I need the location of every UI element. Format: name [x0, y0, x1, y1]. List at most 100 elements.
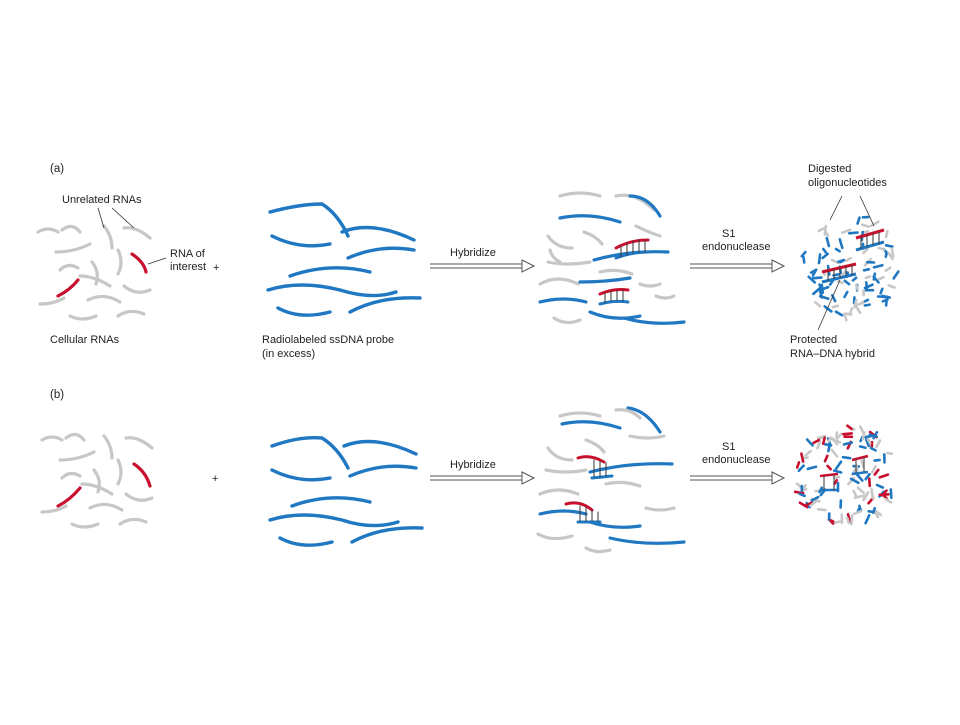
- oligonucleotide-fragment: [829, 438, 831, 442]
- oligonucleotide-fragment: [853, 278, 856, 281]
- oligonucleotide-fragment: [844, 443, 852, 445]
- hybridized-mixture-a: [540, 193, 684, 323]
- dna-probe-strand: [590, 464, 672, 472]
- oligonucleotide-fragment: [877, 485, 883, 488]
- dna-probe-strand: [352, 528, 422, 542]
- unrelated-rna-strand: [104, 436, 112, 458]
- panel-b-tag: (b): [50, 389, 64, 401]
- s1-label-1-b: S1: [722, 441, 735, 453]
- oligonucleotide-fragment: [799, 466, 804, 471]
- oligonucleotide-fragment: [822, 285, 823, 293]
- oligonucleotide-fragment: [804, 257, 805, 262]
- oligonucleotide-fragment: [807, 440, 813, 446]
- oligonucleotide-fragment: [851, 309, 852, 313]
- oligonucleotide-fragment: [857, 474, 863, 481]
- digested-label-2: oligonucleotides: [808, 177, 887, 189]
- oligonucleotide-fragment: [879, 248, 884, 250]
- s1-arrow-a: [690, 260, 784, 272]
- oligonucleotide-fragment: [847, 518, 849, 523]
- oligonucleotide-fragment: [819, 254, 820, 263]
- rna-of-interest-strand: [134, 464, 150, 486]
- s1-label-2-a: endonuclease: [702, 241, 771, 253]
- oligonucleotide-fragment: [834, 471, 841, 473]
- oligonucleotide-fragment: [858, 218, 860, 224]
- unrelated-rna-strand: [38, 229, 58, 232]
- panel-a-tag: (a): [50, 163, 64, 175]
- dna-probe-strand: [278, 308, 330, 315]
- unrelated-rna-strand: [62, 226, 80, 232]
- oligonucleotide-fragment: [815, 302, 820, 306]
- oligonucleotide-fragment: [888, 453, 892, 454]
- oligonucleotide-fragment: [886, 253, 887, 257]
- plus-sign-b: +: [212, 473, 218, 485]
- oligonucleotide-fragment: [827, 238, 829, 246]
- oligonucleotide-fragment: [854, 511, 861, 514]
- ssdna-probes-b: [270, 438, 422, 546]
- oligonucleotide-fragment: [801, 454, 803, 462]
- plus-sign-a: +: [213, 262, 219, 274]
- oligonucleotide-fragment: [889, 285, 895, 287]
- oligonucleotide-fragment: [813, 278, 821, 279]
- dna-probe-strand: [540, 511, 586, 514]
- oligonucleotide-fragment: [817, 442, 819, 449]
- oligonucleotide-fragment: [873, 508, 874, 513]
- oligonucleotide-fragment: [819, 228, 824, 230]
- unrelated-rna-strand: [636, 226, 660, 236]
- panel-b: (b) +: [42, 389, 892, 552]
- rna-of-interest-strand: [58, 280, 78, 296]
- oligonucleotide-fragment: [886, 245, 892, 246]
- dna-probe-strand: [270, 204, 348, 236]
- unrelated-rna-strand: [42, 506, 66, 512]
- oligonucleotide-fragment: [860, 427, 863, 434]
- cellular-rnas-cluster-a: [38, 226, 150, 319]
- oligonucleotide-fragment: [880, 494, 889, 495]
- dna-probe-strand: [624, 318, 684, 323]
- oligonucleotide-fragment: [845, 281, 849, 285]
- oligonucleotide-fragment: [856, 285, 858, 290]
- oligonucleotide-fragment: [872, 489, 873, 498]
- digested-oligonucleotides-b: [795, 426, 892, 524]
- oligonucleotide-fragment: [843, 272, 845, 276]
- unrelated-rna-strand: [560, 193, 600, 196]
- unrelated-rna-strand: [72, 524, 98, 527]
- oligonucleotide-fragment: [886, 268, 890, 271]
- unrelated-rna-strand: [548, 448, 572, 460]
- unrelated-rna-strand: [118, 311, 144, 316]
- oligonucleotide-fragment: [864, 269, 869, 270]
- unrelated-rna-strand: [554, 318, 580, 323]
- unrelated-rna-strand: [60, 452, 94, 460]
- oligonucleotide-fragment: [836, 249, 840, 251]
- dna-probe-strand: [292, 498, 370, 506]
- hybridize-arrow-a: [430, 260, 534, 272]
- protected-label-1: Protected: [790, 334, 837, 346]
- unrelated-rna-strand: [126, 494, 152, 500]
- unrelated-rna-strand: [548, 236, 572, 248]
- dna-probe-strand: [268, 285, 396, 296]
- unrelated-rna-strand: [66, 434, 84, 440]
- oligonucleotide-fragment: [855, 306, 860, 313]
- oligonucleotide-fragment: [851, 479, 858, 483]
- oligonucleotide-fragment: [828, 466, 831, 469]
- oligonucleotide-fragment: [872, 466, 875, 472]
- oligonucleotide-fragment: [880, 475, 888, 478]
- dna-probe-strand: [560, 216, 620, 222]
- unrelated-rna-strand: [646, 508, 674, 510]
- oligonucleotide-fragment: [834, 522, 839, 523]
- digested-label-1: Digested: [808, 163, 851, 175]
- oligonucleotide-fragment: [823, 249, 826, 252]
- oligonucleotide-fragment: [825, 456, 827, 461]
- oligonucleotide-fragment: [843, 457, 850, 458]
- oligonucleotide-fragment: [806, 451, 811, 455]
- dna-probe-strand: [344, 442, 416, 455]
- hybridized-mixture-b: [538, 408, 684, 552]
- oligonucleotide-fragment: [808, 467, 816, 469]
- cellular-rnas-label: Cellular RNAs: [50, 334, 120, 346]
- unrelated-rnas-label: Unrelated RNAs: [62, 194, 142, 206]
- panel-a: (a) Unrelated RNAs RNA of inte: [38, 163, 898, 360]
- unrelated-rna-strand: [540, 279, 578, 284]
- unrelated-rna-strand: [118, 250, 121, 274]
- dna-probe-strand: [272, 438, 348, 468]
- hybridize-label-b: Hybridize: [450, 459, 496, 471]
